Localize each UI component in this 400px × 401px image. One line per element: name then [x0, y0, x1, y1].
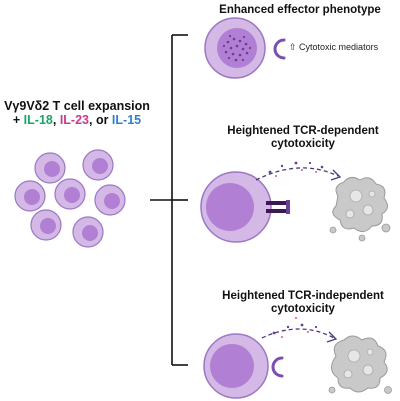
- tcr-dependent-cell: [200, 171, 290, 243]
- cell: [94, 184, 126, 216]
- cell: [34, 152, 66, 184]
- cell: [30, 209, 62, 241]
- cytokine-prefix: +: [12, 112, 24, 127]
- panel-title-effector: Enhanced effector phenotype: [219, 4, 381, 16]
- cytotoxic-granules: [222, 34, 252, 62]
- effector-cell: [204, 17, 286, 79]
- cell: [54, 178, 86, 210]
- cytokine-il18: IL-18: [23, 112, 53, 127]
- tcr-independent-cell: [203, 333, 284, 399]
- cell: [72, 216, 104, 248]
- expanded-cell-cluster: [14, 149, 126, 248]
- cell: [14, 180, 46, 212]
- granule-release-arrow: [261, 316, 338, 343]
- receptor-icon: [271, 356, 284, 378]
- cell: [82, 149, 114, 181]
- panel-title-tcr-independent: Heightened TCR-independent cytotoxicity: [222, 290, 384, 315]
- cytokine-il23: IL-23: [59, 112, 89, 127]
- tcr-receptor-icon: [266, 200, 290, 214]
- apoptotic-target-cell: [328, 335, 392, 394]
- cytokine-separator: , or: [89, 112, 112, 127]
- cytokine-il15: IL-15: [111, 112, 142, 127]
- cytokine-separator: ,: [52, 112, 60, 127]
- granule-release-arrow: [255, 161, 342, 181]
- receptor-icon: [273, 38, 286, 60]
- panel-title-tcr-dependent: Heightened TCR-dependent cytotoxicity: [227, 125, 379, 150]
- expansion-label-line1: Vγ9Vδ2 T cell expansion: [4, 99, 150, 113]
- cytotoxic-mediators-label: ⇧ Cytotoxic mediators: [289, 42, 379, 52]
- cytokine-list: + IL-18, IL-23, or IL-15: [2, 112, 152, 128]
- expansion-label: Vγ9Vδ2 T cell expansion + IL-18, IL-23, …: [2, 99, 152, 128]
- branch-bracket: [150, 34, 188, 366]
- apoptotic-target-cell: [329, 176, 391, 242]
